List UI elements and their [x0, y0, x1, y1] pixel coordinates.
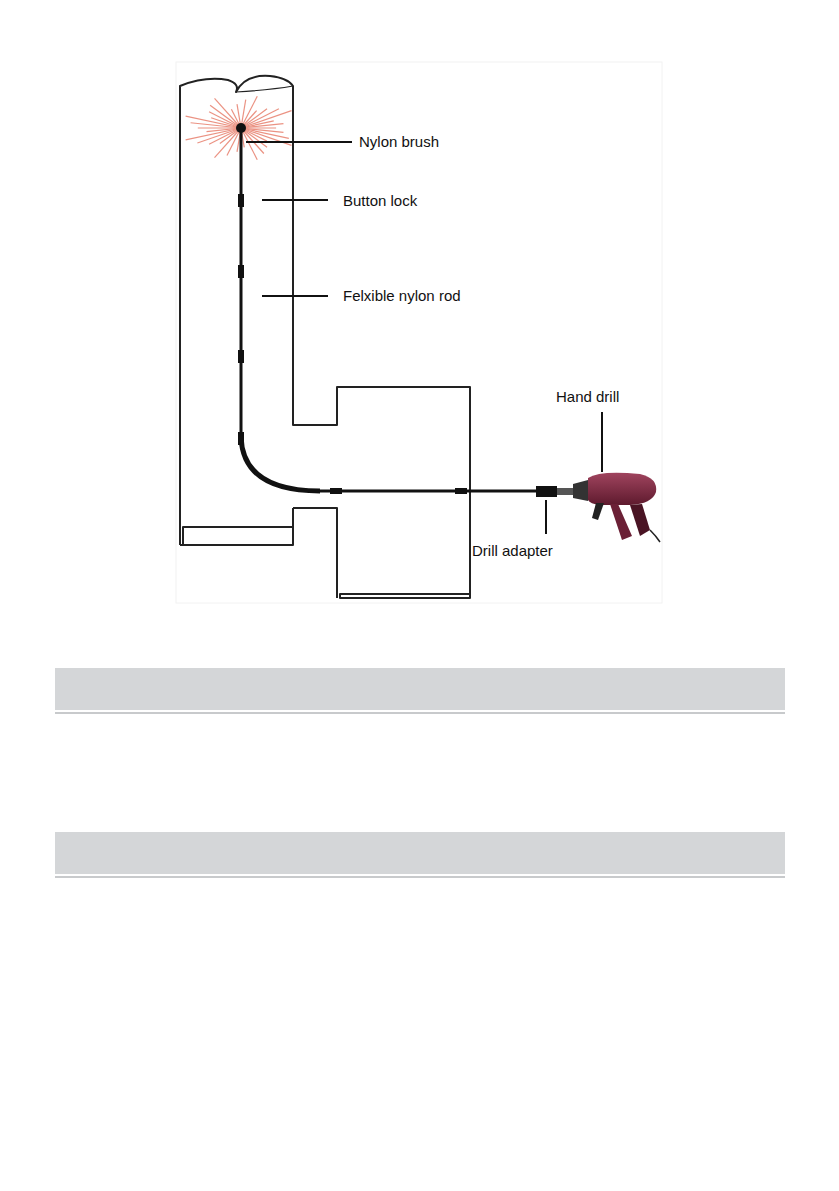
leader-lines: [246, 142, 602, 534]
chimney-outline: [180, 76, 470, 598]
figure-frame: [176, 62, 662, 603]
flexible-nylon-rod: [241, 128, 540, 491]
part-label: Nylon brush: [359, 133, 439, 151]
hand-drill: [557, 473, 660, 542]
button-locks: [238, 194, 467, 494]
drill-adapter: [536, 486, 557, 497]
nylon-brush: [186, 96, 292, 159]
part-label: Felxible nylon rod: [343, 287, 461, 305]
part-label: Drill adapter: [472, 542, 553, 560]
section-bars: [55, 668, 785, 877]
part-label: Hand drill: [556, 388, 619, 406]
rod-bend: [241, 437, 320, 491]
part-label: Button lock: [343, 192, 417, 210]
